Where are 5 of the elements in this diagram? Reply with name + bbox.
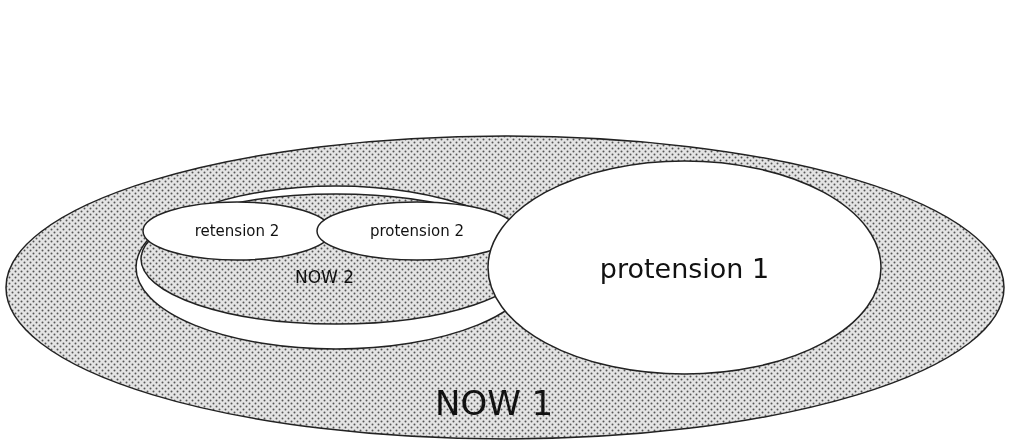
region-label: NOW 2 xyxy=(295,267,355,287)
region-label: retension 2 xyxy=(194,222,280,240)
region-label: NOW 1 xyxy=(435,383,554,423)
region-label: protension 1 xyxy=(599,252,770,283)
region-label: protension 2 xyxy=(369,222,465,240)
